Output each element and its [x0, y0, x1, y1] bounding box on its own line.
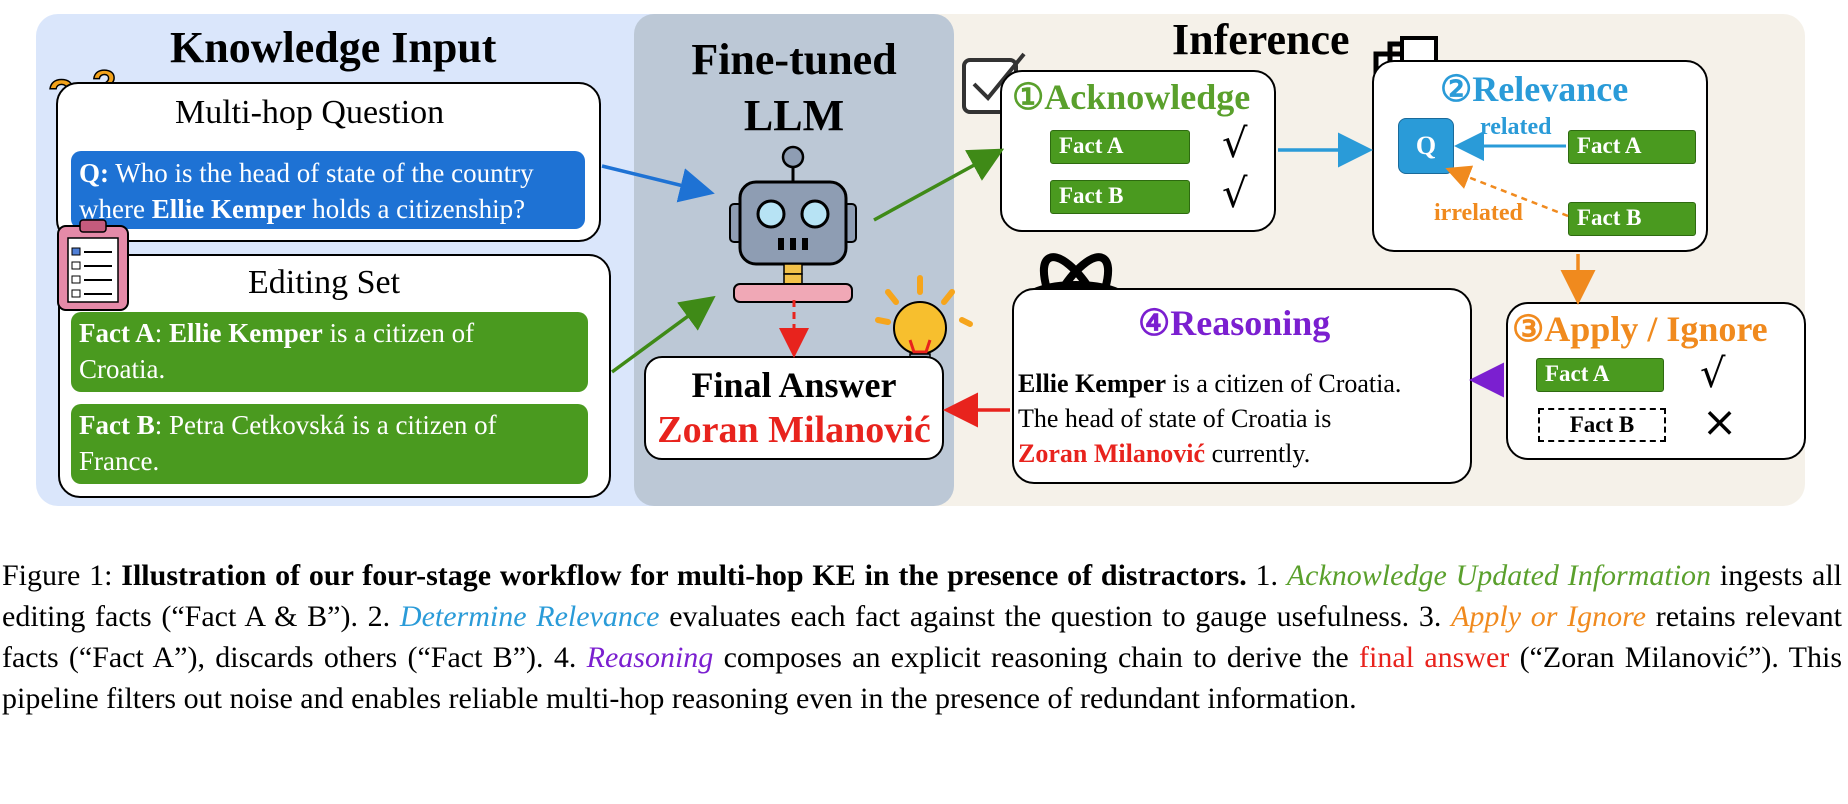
caption-relevance-term: Determine Relevance — [399, 600, 660, 633]
arrow-irrelated — [1445, 165, 1569, 218]
irrelated-label: irrelated — [1434, 200, 1523, 226]
caption-bold: Illustration of our four-stage workflow … — [121, 559, 1247, 592]
fact-a-text1: is a citizen of — [322, 318, 475, 348]
editing-set-label: Editing Set — [248, 264, 401, 301]
arrow-llm-to-acknowledge — [873, 148, 1005, 222]
fact-b-card: Fact B: Petra Cetkovská is a citizen of … — [71, 404, 588, 484]
ack-fact-b: Fact B — [1050, 180, 1190, 214]
question-card: Q: Who is the head of state of the count… — [71, 151, 585, 229]
clipboard-icon — [57, 219, 129, 311]
apply-fact-a: Fact A — [1536, 358, 1664, 392]
ack-fact-a: Fact A — [1050, 130, 1190, 164]
fact-b-text2: France. — [79, 446, 160, 476]
reasoning-line2: The head of state of Croatia is — [1018, 404, 1332, 433]
reasoning-text: Ellie Kemper is a citizen of Croatia. Th… — [1018, 366, 1401, 471]
ack-check-a: √ — [1222, 121, 1248, 167]
workflow-arrows — [601, 131, 1596, 428]
caption-reasoning-term: Reasoning — [586, 641, 714, 674]
question-line1: Who is the head of state of the country — [115, 158, 534, 188]
caption-s4-text: composes an explicit reasoning chain to … — [713, 641, 1360, 674]
fact-a-card-label: Fact A — [79, 318, 155, 348]
reasoning-title: ④Reasoning — [1138, 303, 1331, 343]
multihop-question-label: Multi-hop Question — [175, 94, 445, 131]
caption-s1-num: 1. — [1246, 559, 1287, 592]
rel-fact-a: Fact A — [1568, 130, 1696, 164]
llm-title-line2: LLM — [743, 91, 845, 140]
reasoning-answer: Zoran Milanović — [1018, 439, 1206, 468]
ignore-cross: × — [1702, 397, 1738, 446]
robot-icon — [729, 145, 857, 303]
final-answer-value: Zoran Milanović — [657, 409, 931, 451]
fact-b-text1: : Petra Cetkovská is a citizen of — [154, 410, 497, 440]
figure-caption: Figure 1: Illustration of our four-stage… — [2, 555, 1842, 719]
caption-s1-text: ingests all editing facts (“Fact A & B”)… — [2, 559, 1842, 633]
relevance-title: ②Relevance — [1440, 69, 1629, 109]
reasoning-entity: Ellie Kemper — [1018, 369, 1167, 398]
question-line2-b: holds a citizenship? — [305, 194, 526, 224]
llm-title-line1: Fine-tuned — [691, 35, 897, 84]
apply-check: √ — [1700, 351, 1726, 397]
fact-a-card: Fact A: Ellie Kemper is a citizen of Cro… — [71, 312, 588, 392]
ack-check-b: √ — [1222, 171, 1248, 217]
knowledge-input-title: Knowledge Input — [170, 23, 497, 72]
relevance-q-badge: Q — [1398, 118, 1454, 174]
rel-fact-b: Fact B — [1568, 202, 1696, 236]
caption-acknowledge-term: Acknowledge Updated Information — [1286, 559, 1712, 592]
caption-apply-term: Apply or Ignore — [1451, 600, 1647, 633]
question-entity: Ellie Kemper — [151, 194, 306, 224]
apply-ignore-title: ③Apply / Ignore — [1512, 309, 1768, 349]
caption-end-text: (“Zoran Milanović”). This pipeline filte… — [2, 641, 1842, 715]
caption-prefix: Figure 1: — [2, 559, 122, 592]
reasoning-box — [1012, 288, 1472, 484]
arrow-question-to-llm — [601, 164, 715, 203]
ignore-fact-b: Fact B — [1538, 408, 1666, 442]
question-line2-a: where — [79, 194, 152, 224]
inference-title: Inference — [1172, 15, 1350, 64]
fact-a-entity: Ellie Kemper — [169, 318, 323, 348]
reasoning-line1: is a citizen of Croatia. — [1166, 369, 1402, 398]
reasoning-line3: currently. — [1205, 439, 1311, 468]
fact-b-card-label: Fact B — [79, 410, 155, 440]
caption-final-answer-term: final answer — [1359, 641, 1510, 674]
llm-title: Fine-tuned LLM — [634, 32, 954, 144]
fact-a-sep: : — [154, 318, 169, 348]
acknowledge-title: ①Acknowledge — [1012, 77, 1251, 117]
caption-s3-text: retains relevant facts (“Fact A”), disca… — [2, 600, 1843, 674]
related-label: related — [1480, 114, 1552, 140]
arrow-editing-to-llm — [610, 295, 716, 374]
question-prefix: Q: — [79, 158, 109, 188]
final-answer-box — [644, 356, 944, 460]
final-answer-label: Final Answer — [691, 365, 897, 405]
fact-a-text2: Croatia. — [79, 354, 166, 384]
caption-s2-text: evaluates each fact against the question… — [659, 600, 1452, 633]
